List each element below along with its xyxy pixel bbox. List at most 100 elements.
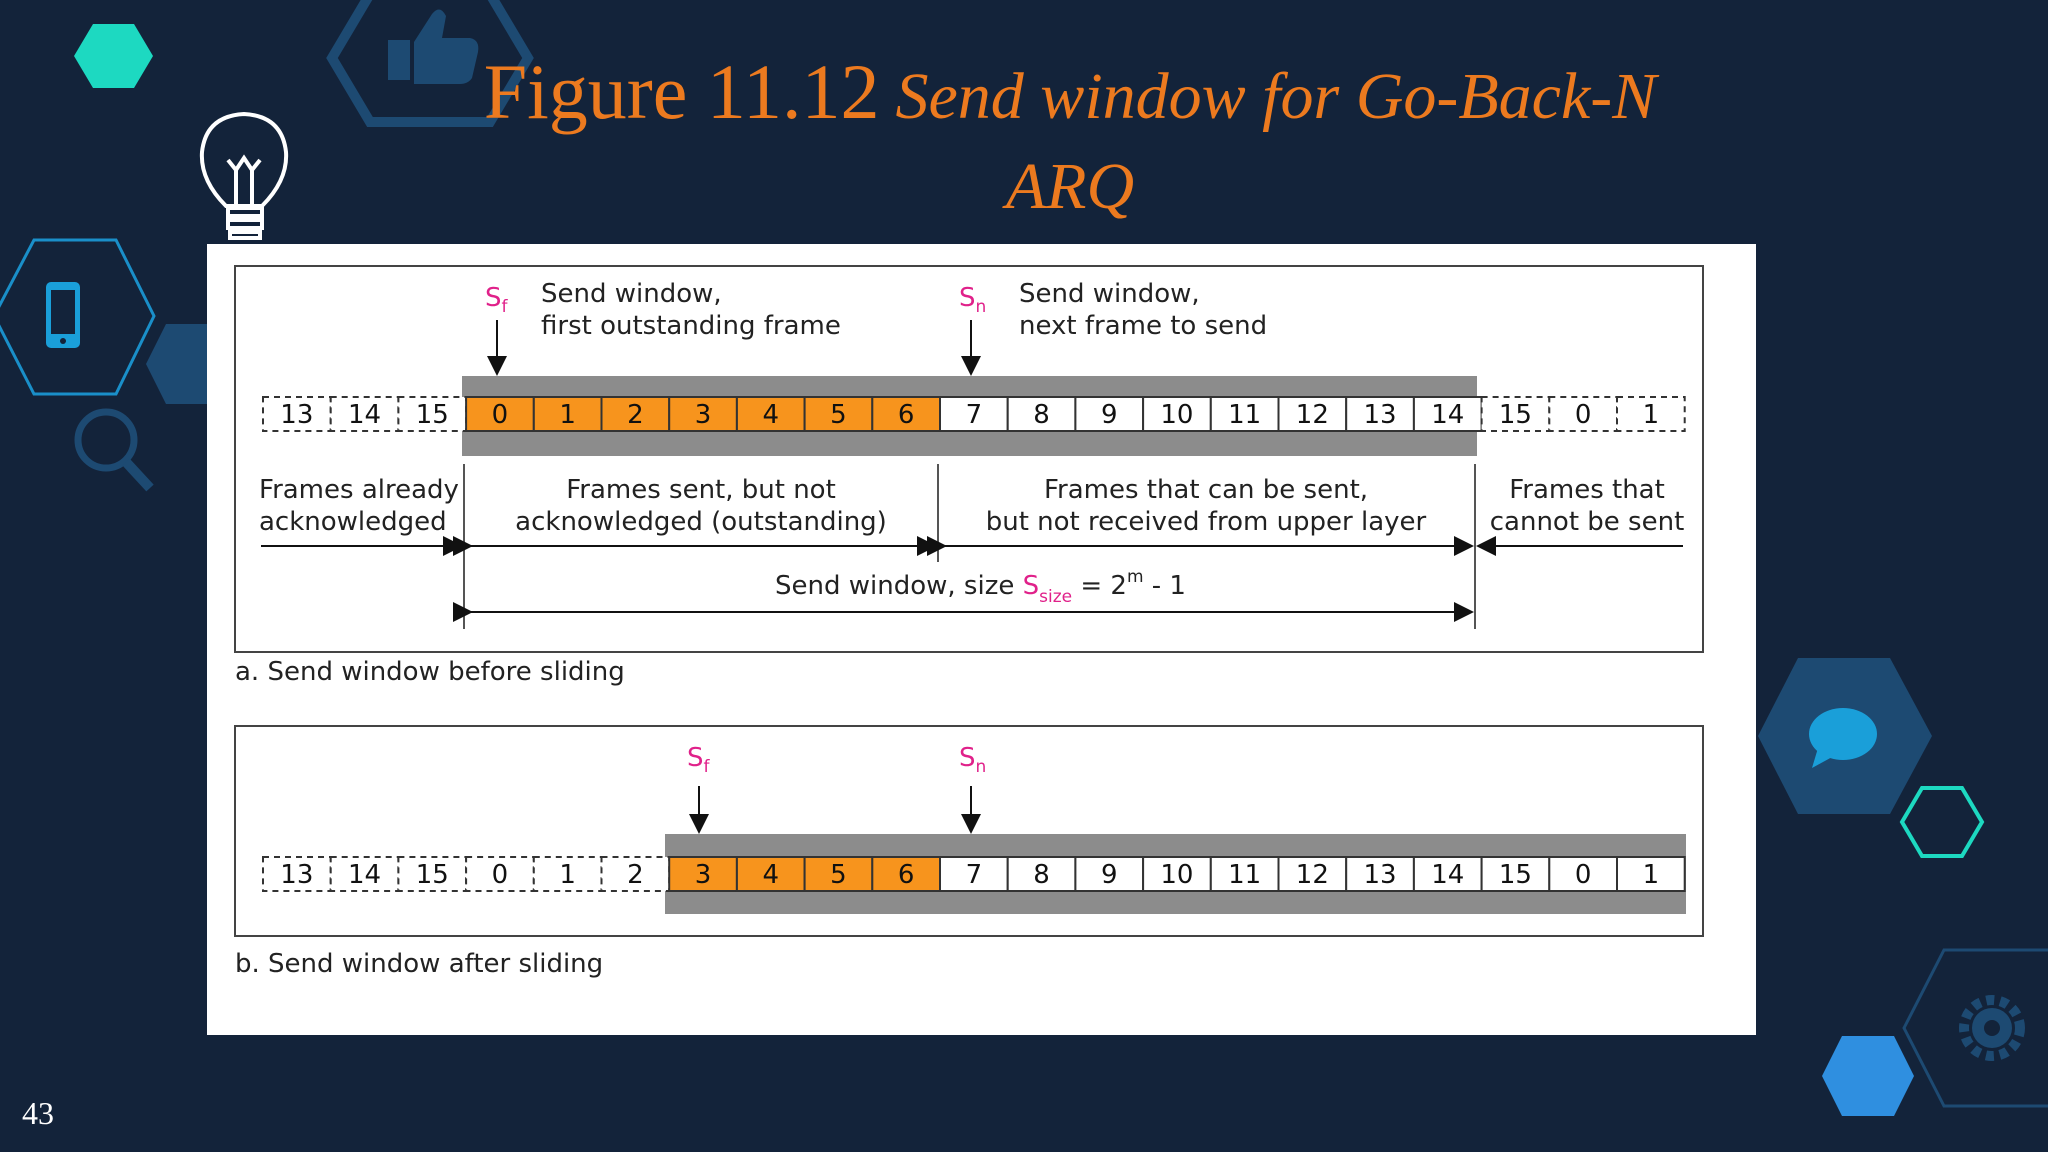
sn-description-line1: Send window,: [1019, 279, 1200, 309]
frame-number: 1: [559, 400, 576, 430]
lightbulb-icon: [199, 111, 289, 240]
figure-title-line2: ARQ: [1005, 150, 1135, 223]
frame-number: 13: [280, 860, 313, 890]
page-number: 43: [22, 1095, 54, 1131]
frame-number: 10: [1160, 860, 1193, 890]
frame-number: 4: [762, 860, 779, 890]
frame-cell-orange: [803, 396, 874, 432]
chat-bubble-icon: [1758, 658, 1932, 814]
frame-number: 9: [1101, 400, 1118, 430]
frame-cell-orange: [600, 396, 671, 432]
frame-number: 12: [1296, 400, 1329, 430]
figure-title-line1: Send window for Go-Back-N: [895, 60, 1657, 133]
region-sendable-line2: but not received from upper layer: [986, 507, 1427, 537]
diagram-a-caption: a. Send window before sliding: [235, 657, 625, 687]
frame-cell-orange: [668, 396, 738, 432]
frame-number: 13: [1364, 860, 1397, 890]
frame-number: 7: [966, 860, 983, 890]
frame-number: 15: [416, 860, 449, 890]
frame-cell-white: [1277, 856, 1348, 892]
frame-cell-orange: [465, 396, 535, 432]
frame-number: 0: [492, 400, 509, 430]
frame-number: 9: [1101, 860, 1118, 890]
frame-number: 15: [1499, 400, 1532, 430]
frame-cell-white: [1006, 396, 1077, 432]
magnifier-icon: [74, 408, 154, 492]
frame-number: 6: [898, 400, 915, 430]
frame-cell-orange: [668, 856, 738, 892]
frame-number: 11: [1228, 400, 1261, 430]
gear-icon: [1902, 948, 2048, 1108]
frame-cell-white: [1277, 396, 1348, 432]
region-outstanding-line2: acknowledged (outstanding): [515, 507, 887, 537]
frame-number: 2: [627, 860, 644, 890]
frame-number: 12: [1296, 860, 1329, 890]
frame-number: 14: [348, 400, 381, 430]
frame-number: 15: [416, 400, 449, 430]
frame-number: 5: [830, 860, 847, 890]
frame-cell-orange: [871, 396, 941, 432]
frame-number: 6: [898, 860, 915, 890]
frame-number: 0: [1575, 860, 1592, 890]
sn-pointer-label-b: Sn: [959, 743, 986, 777]
frame-cell-orange: [735, 856, 806, 892]
frame-number: 8: [1033, 400, 1050, 430]
frame-cell-dashed: [397, 856, 468, 892]
region-acknowledged-line2: acknowledged: [259, 507, 447, 537]
frame-cell-white: [1616, 856, 1686, 892]
frame-number: 2: [627, 400, 644, 430]
frame-cell-orange: [735, 396, 806, 432]
frame-number: 8: [1033, 860, 1050, 890]
frame-cell-dashed: [329, 396, 400, 432]
frame-cell-dashed: [465, 856, 535, 892]
phone-icon: [0, 238, 156, 396]
window-size-label: Send window, size Ssize = 2m - 1: [775, 567, 1186, 607]
frame-cell-dashed: [262, 856, 332, 892]
frame-cell-white: [1074, 396, 1145, 432]
sf-pointer-label-b: Sf: [687, 743, 711, 777]
frame-number: 7: [966, 400, 983, 430]
region-cannot-send-line1: Frames that: [1509, 475, 1665, 505]
sf-description-line2: first outstanding frame: [541, 311, 841, 341]
frame-cell-dashed: [329, 856, 400, 892]
frame-cell-dashed: [1616, 396, 1686, 432]
region-outstanding-line1: Frames sent, but not: [566, 475, 836, 505]
region-sendable-line1: Frames that can be sent,: [1044, 475, 1368, 505]
frame-number: 3: [695, 860, 712, 890]
teal-hexagon: [74, 24, 153, 88]
slide-title: Figure 11.12 Send window for Go-Back-N A…: [420, 52, 1720, 237]
frame-number: 13: [280, 400, 313, 430]
frame-cell-white: [1142, 396, 1212, 432]
sf-description-line1: Send window,: [541, 279, 722, 309]
thumbs-up-icon: [326, 0, 534, 127]
frame-number: 1: [1643, 400, 1660, 430]
outline-hexagon: [1899, 786, 1985, 858]
diagram-b-caption: b. Send window after sliding: [235, 949, 603, 979]
frame-cell-white: [1142, 856, 1212, 892]
frame-cell-dashed: [532, 856, 603, 892]
figure-number: Figure 11.12: [483, 48, 880, 135]
blue-hexagon: [1822, 1036, 1914, 1116]
sf-pointer-label: Sf: [485, 283, 509, 317]
dark-hexagon: [146, 324, 207, 404]
frame-cell-white: [1209, 396, 1280, 432]
frame-number: 10: [1160, 400, 1193, 430]
frame-number: 0: [492, 860, 509, 890]
frame-number: 3: [695, 400, 712, 430]
frame-cell-white: [1548, 856, 1619, 892]
sn-description-line2: next frame to send: [1019, 311, 1267, 341]
frame-number: 0: [1575, 400, 1592, 430]
frame-cell-dashed: [600, 856, 671, 892]
frame-cell-white: [1345, 396, 1415, 432]
frame-number: 14: [1431, 860, 1464, 890]
go-back-n-diagram: Sf Send window, first outstanding frame …: [234, 265, 1704, 979]
frame-number: 14: [348, 860, 381, 890]
diagram-b-frame: [234, 725, 1704, 937]
frame-number: 1: [559, 860, 576, 890]
region-cannot-send-line2: cannot be sent: [1490, 507, 1685, 537]
frame-cell-dashed: [397, 396, 468, 432]
frame-number: 15: [1499, 860, 1532, 890]
